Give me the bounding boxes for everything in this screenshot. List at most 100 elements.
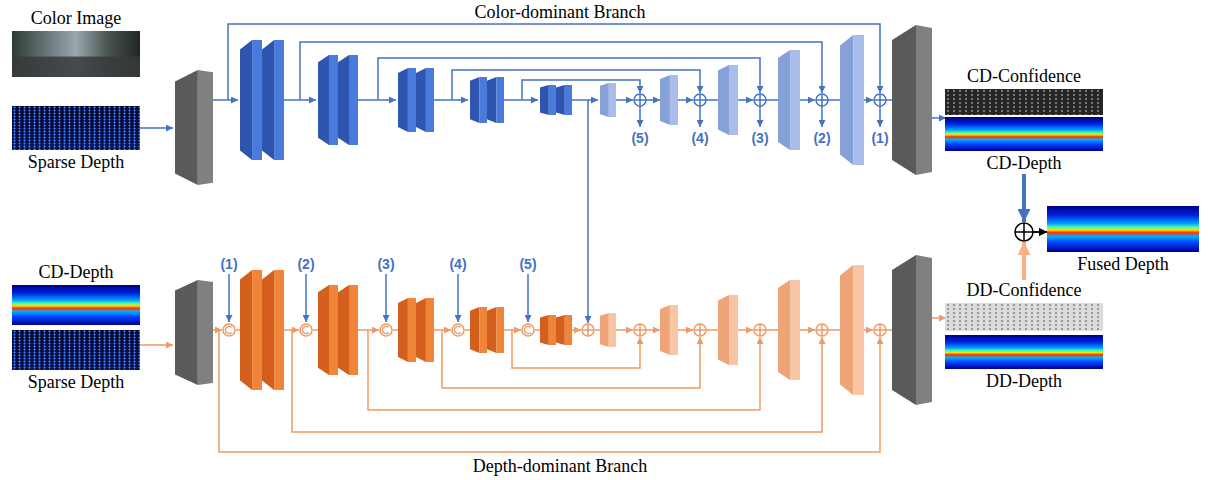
image-caption: Color Image: [12, 8, 140, 29]
add-symbol: [582, 94, 886, 336]
image-caption: Sparse Depth: [12, 152, 140, 173]
color-branch-wires: [864, 99, 873, 101]
layer-blocks: [600, 313, 616, 347]
depth-branch-wires: [236, 329, 240, 331]
feature-map-image: [12, 330, 140, 370]
add-symbol: [634, 324, 646, 336]
feature-map-image: [945, 303, 1103, 331]
layer-blocks: [540, 85, 556, 115]
fusion-symbol: [1015, 223, 1033, 241]
layer-blocks: [175, 70, 213, 185]
color-branch-wires: [879, 106, 881, 127]
fusion-symbol: [1015, 223, 1033, 241]
color-branch-wires: [358, 99, 396, 101]
depth-branch-wires: [313, 329, 318, 331]
color-branch-wires: [616, 99, 633, 101]
concat-symbol: [522, 324, 534, 336]
depth-branch-wires: [828, 329, 840, 331]
layer-blocks: [778, 280, 800, 380]
color-branch-wires: [646, 99, 660, 101]
callout-number: (5): [518, 256, 537, 272]
color-branch-wires: [821, 106, 823, 127]
add-symbol: [874, 324, 886, 336]
layer-blocks: [416, 68, 434, 132]
concat-symbol: [223, 324, 534, 336]
color-branch-wires: [766, 99, 778, 101]
color-branch-wires: [886, 99, 892, 101]
concat-symbol: [223, 324, 235, 336]
layer-blocks: [540, 315, 556, 345]
depth-branch-wires: [393, 329, 398, 331]
feature-map-image: [12, 285, 140, 325]
color-branch-wires: [228, 274, 230, 322]
color-branch-wires: [587, 100, 589, 323]
callout-number: (2): [296, 256, 315, 272]
color-branch-wires: [699, 106, 701, 127]
color-branch-wires: [706, 99, 718, 101]
layer-blocks: [556, 315, 572, 345]
layer-blocks: [660, 305, 678, 355]
layer-blocks: [556, 85, 572, 115]
image-node: DD-Depth: [945, 333, 1103, 392]
color-branch-wires: [385, 274, 387, 322]
callout-number: (2): [812, 130, 831, 146]
color-branch-wires: [213, 99, 238, 101]
image-node: Color Image: [12, 8, 140, 79]
layer-blocks: [398, 298, 416, 362]
layer-blocks: [718, 295, 738, 365]
depth-branch-wires: [139, 344, 173, 346]
callout-number: (4): [448, 256, 467, 272]
add-symbol: [816, 94, 828, 106]
layer-blocks: [240, 270, 262, 390]
add-symbol: [816, 324, 828, 336]
color-branch-wires: [457, 274, 459, 322]
add-symbol: [754, 94, 766, 106]
depth-branch-wires: [292, 330, 822, 432]
depth-branch-wires: [678, 329, 693, 331]
layer-blocks: [660, 75, 678, 125]
layer-blocks: [470, 307, 487, 353]
image-node: CD-Depth: [945, 115, 1103, 174]
layer-blocks: [470, 77, 487, 123]
depth-branch-wires: [595, 329, 600, 331]
color-branch-wires: [800, 99, 815, 101]
layer-blocks: [175, 280, 213, 385]
layer-blocks: [892, 255, 932, 405]
depth-branch-wires: [738, 329, 753, 331]
add-symbol: [582, 324, 594, 336]
image-caption: CD-Depth: [945, 153, 1103, 174]
feature-map-image: [12, 31, 140, 77]
depth-branch-wires: [616, 329, 633, 331]
depth-branch-wires: [864, 329, 873, 331]
add-symbol: [694, 324, 706, 336]
layer-blocks: [398, 68, 416, 132]
add-symbol: [634, 94, 646, 106]
callout-number: (1): [219, 256, 238, 272]
add-symbol: [754, 324, 766, 336]
layer-blocks: [338, 285, 358, 375]
feature-map-image: [945, 89, 1103, 115]
color-branch-wires: [305, 274, 307, 322]
feature-map-image: [945, 335, 1103, 369]
depth-branch-wires: [535, 329, 540, 331]
layer-blocks: [487, 77, 504, 123]
depth-branch-wires: [465, 329, 470, 331]
color-branch-wires: [572, 99, 598, 101]
image-caption: CD-Depth: [12, 262, 140, 283]
color-branch-wires: [828, 99, 840, 101]
layer-blocks: [416, 298, 434, 362]
add-symbol: [874, 94, 886, 106]
connector-line: [1022, 174, 1026, 222]
add-symbol: [694, 94, 706, 106]
color-branch-wires: [738, 99, 753, 101]
layer-blocks: [262, 40, 284, 160]
layer-blocks: [892, 25, 932, 175]
image-caption: DD-Confidence: [945, 280, 1103, 301]
image-node: CD-Confidence: [945, 66, 1103, 117]
feature-map-image: [945, 117, 1103, 151]
color-branch-wires: [639, 106, 641, 127]
branch-title: Color-dominant Branch: [471, 2, 648, 22]
layer-blocks: [600, 83, 616, 117]
fusion-symbol: [1015, 223, 1033, 241]
